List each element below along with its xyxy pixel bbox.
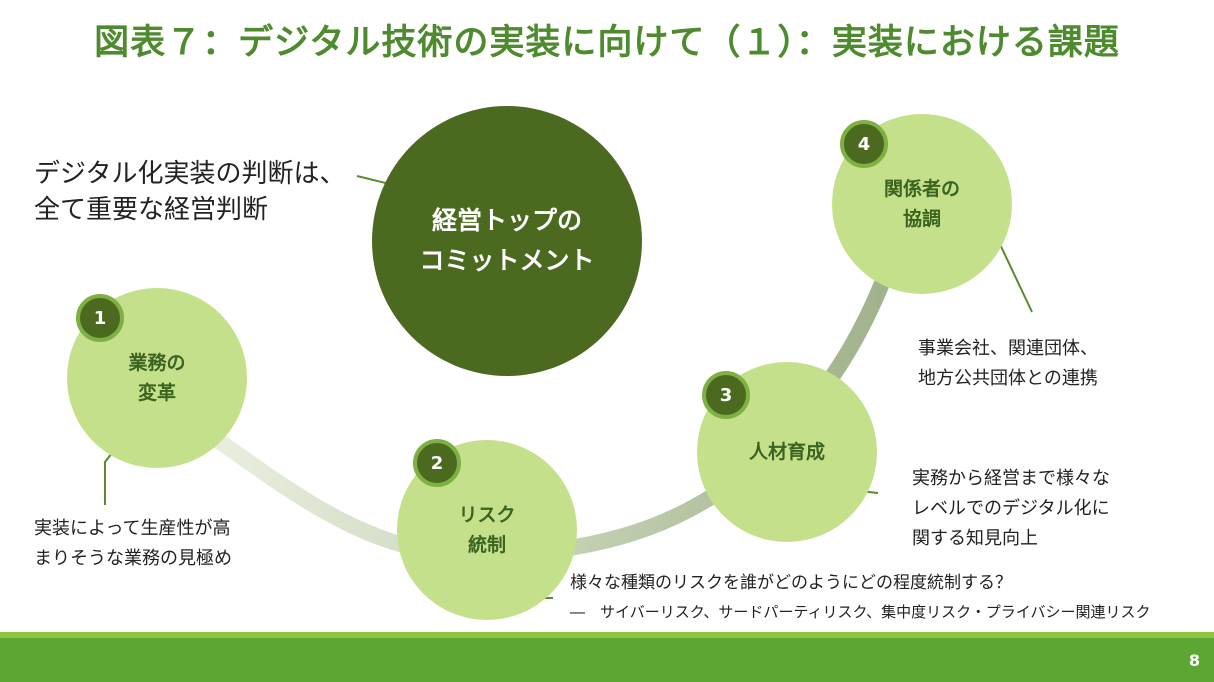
item-note-2: 様々な種類のリスクを誰がどのようにどの程度統制する？ [570,573,1012,593]
page-number: 8 [1188,651,1200,670]
item-label-1: 業務の 変革 [128,352,186,404]
item-note-2-sub: ― サイバーリスク、サードパーティリスク、集中度リスク・プライバシー関連リスク [570,603,1151,621]
item-badge-3: 3 [702,371,750,419]
item-label-2: リスク 統制 [458,504,516,556]
item-note-1: 実装によって生産性が高 まりそうな業務の見極め [34,518,232,569]
center-note: デジタル化実装の判断は、 全て重要な経営判断 [34,159,346,225]
footer-bar [0,638,1214,682]
center-circle: 経営トップの コミットメント [372,106,642,376]
page-title: 図表７：デジタル技術の実装に向けて（１）：実装における課題 [94,23,1120,63]
progress-arc [152,212,913,564]
center-label: 経営トップの コミットメント [419,206,595,275]
item-badge-2: 2 [413,439,461,487]
footer-accent-line [0,632,1214,638]
item-badge-4: 4 [840,120,888,168]
item-label-4: 関係者の 協調 [883,178,960,230]
item-badge-1: 1 [76,294,124,342]
item-note-3: 実務から経営まで様々な レベルでのデジタル化に 関する知見向上 [912,468,1110,549]
item-label-3: 人材育成 [748,441,825,463]
item-note-4: 事業会社、関連団体、 地方公共団体との連携 [918,338,1098,389]
